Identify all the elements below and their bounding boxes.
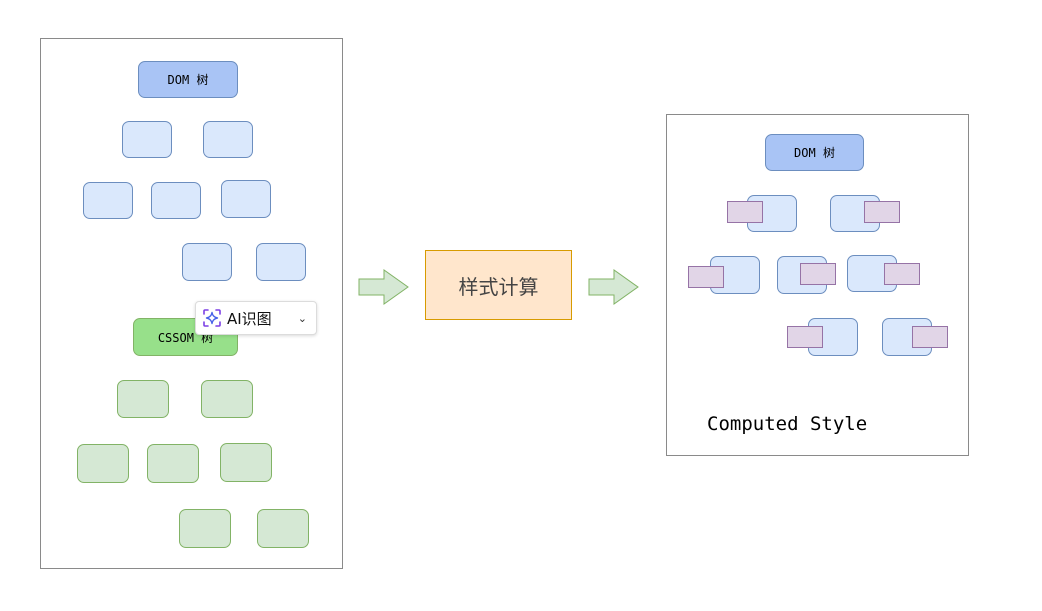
cssom-node [77, 444, 129, 483]
style-calculation-box: 样式计算 [425, 250, 572, 320]
dom-node [256, 243, 306, 281]
ai-button-label: AI识图 [227, 309, 272, 328]
computed-style-tag [688, 266, 724, 288]
dom-tree-root: DOM 树 [138, 61, 238, 98]
dom-node [221, 180, 271, 218]
cssom-node [147, 444, 199, 483]
dom-node [151, 182, 201, 219]
dom-node [182, 243, 232, 281]
computed-style-annotation: Computed Style [707, 413, 868, 435]
cssom-node [179, 509, 231, 548]
arrow-to-result [588, 269, 639, 305]
ai-sparkle-icon [203, 309, 221, 327]
computed-style-tag [912, 326, 948, 348]
cssom-node [220, 443, 272, 482]
computed-style-tag [787, 326, 823, 348]
ai-image-recognition-button[interactable]: AI识图 ⌄ [195, 301, 317, 335]
computed-style-tag [800, 263, 836, 285]
dom-node [83, 182, 133, 219]
dom-node [203, 121, 253, 158]
arrow-to-process [358, 269, 409, 305]
cssom-node [257, 509, 309, 548]
dom-node [122, 121, 172, 158]
dom-tree-root-label: DOM 树 [167, 73, 209, 87]
result-dom-root: DOM 树 [765, 134, 864, 171]
result-dom-root-label: DOM 树 [794, 146, 835, 160]
computed-style-tag [727, 201, 763, 223]
computed-style-tag [884, 263, 920, 285]
chevron-down-icon: ⌄ [297, 311, 307, 325]
cssom-node [201, 380, 253, 418]
style-calculation-label: 样式计算 [458, 274, 539, 299]
computed-style-tag [864, 201, 900, 223]
cssom-node [117, 380, 169, 418]
